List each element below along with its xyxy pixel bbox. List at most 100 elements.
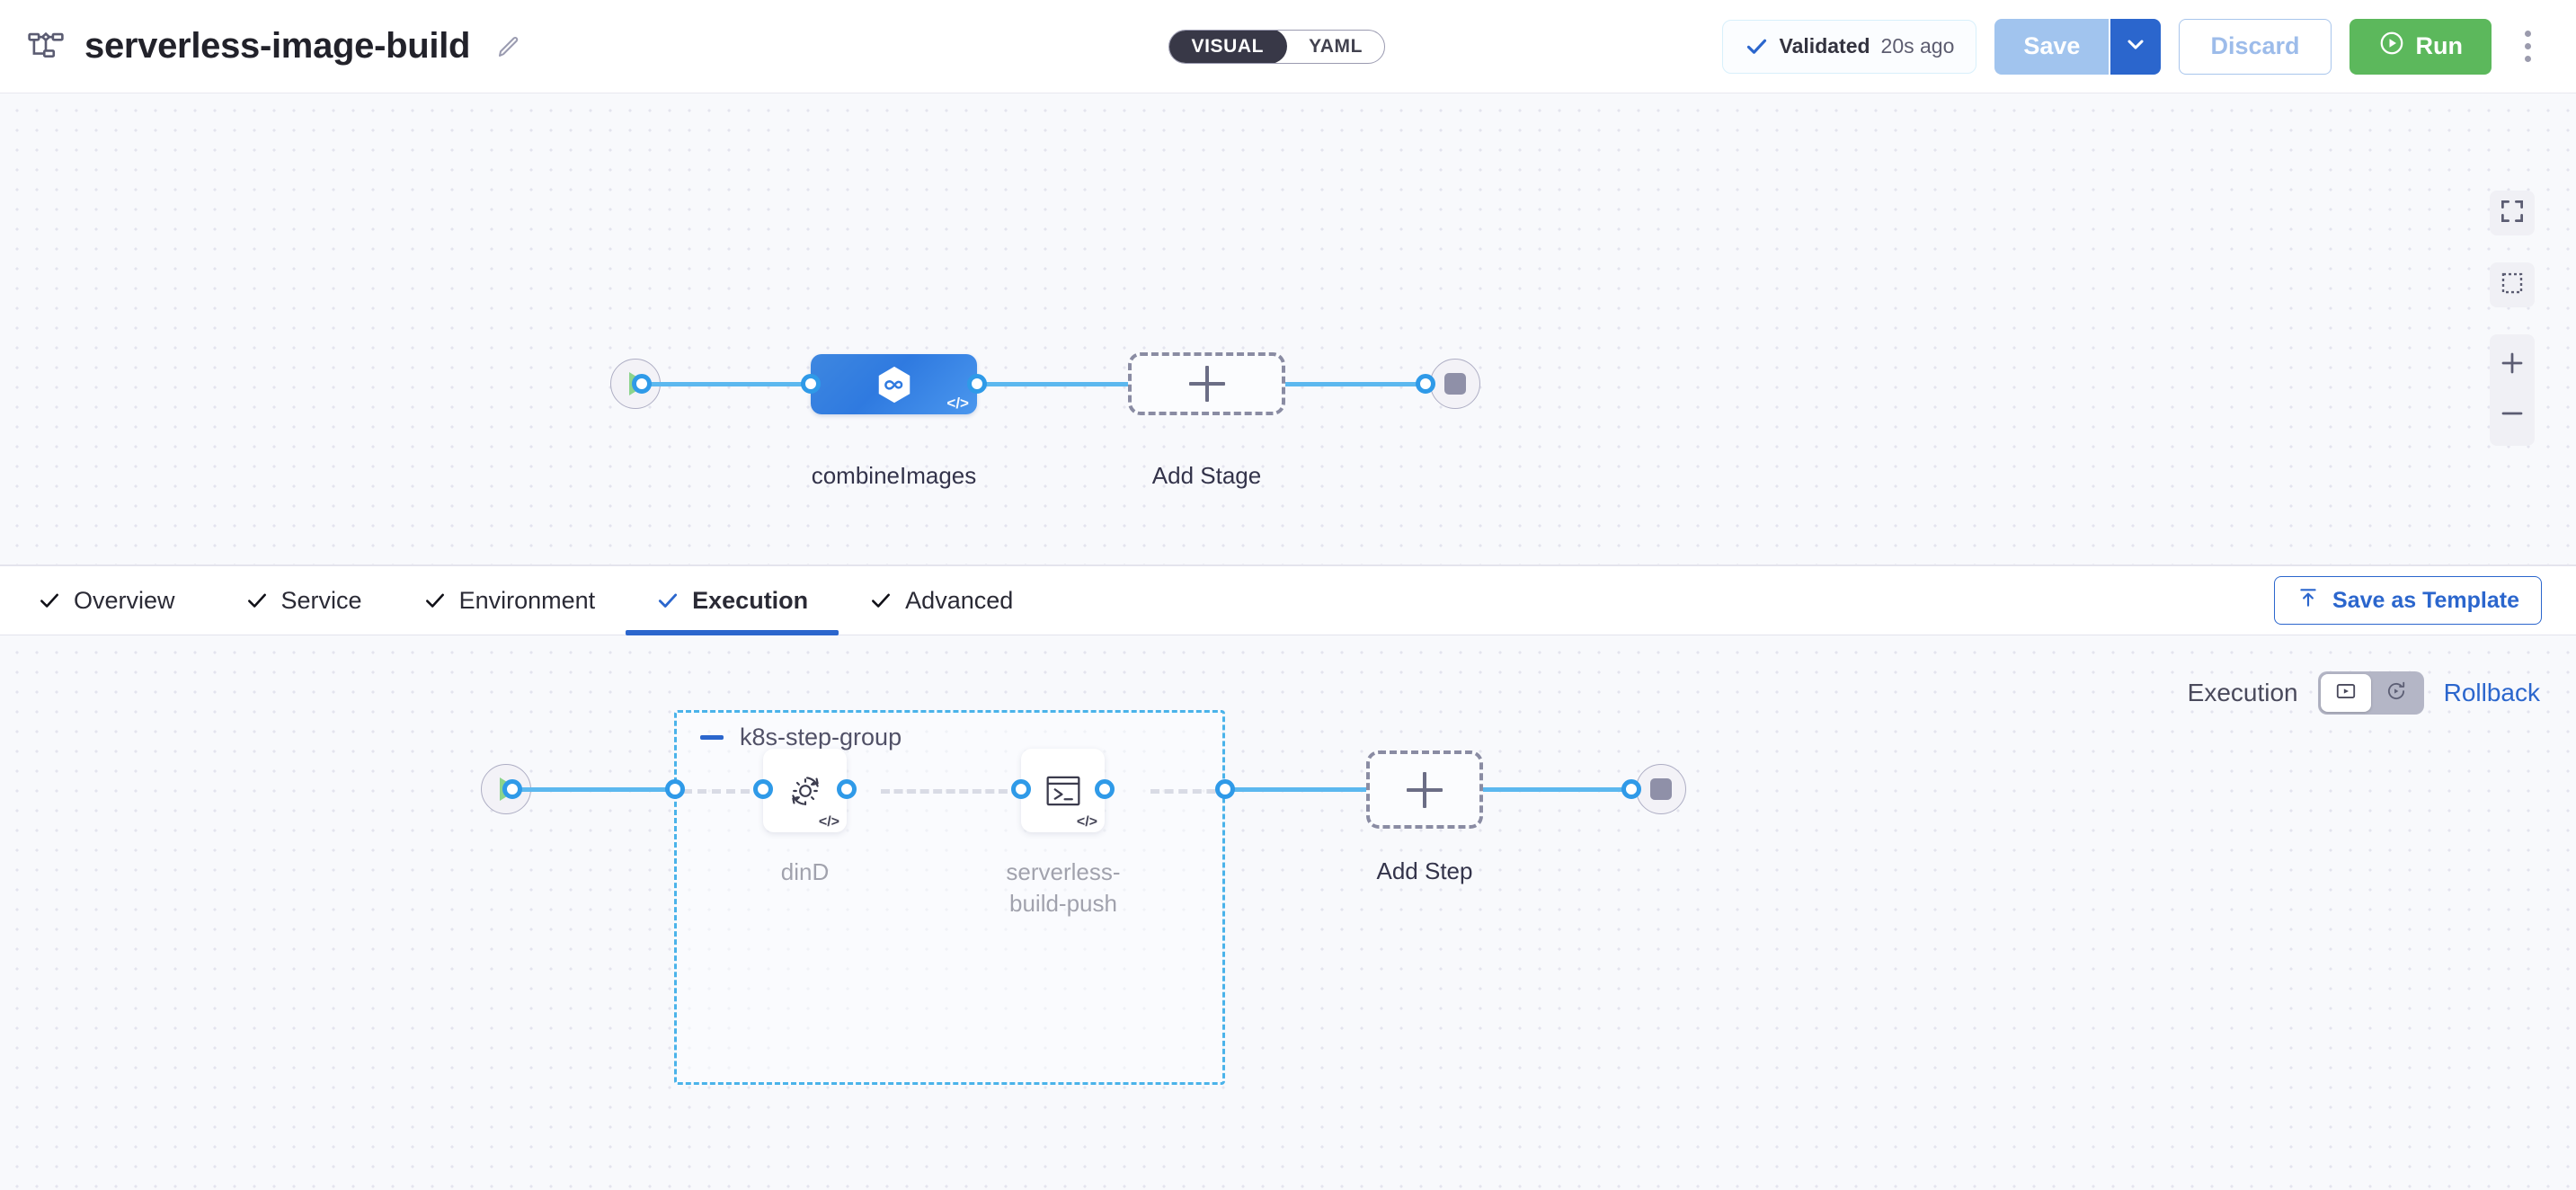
execution-play-box-icon [2334, 679, 2358, 707]
ci-hexagon-infinity-icon [874, 364, 915, 405]
step-link-group-to-add [1222, 787, 1366, 792]
step-group-container[interactable]: k8s-step-group [674, 710, 1225, 1085]
execution-label: Execution [2187, 679, 2298, 706]
stage-tabbar: Overview Service Environment Execution [0, 565, 2576, 635]
stage-link-end [1275, 382, 1427, 386]
validated-label: Validated [1779, 34, 1870, 58]
rollback-toggle-option[interactable] [2371, 674, 2421, 712]
minus-collapse-icon[interactable] [700, 735, 724, 740]
run-button[interactable]: Run [2349, 18, 2492, 75]
step-node-dind[interactable]: </> [763, 749, 847, 832]
tab-service[interactable]: Service [215, 566, 393, 635]
dind-output-port[interactable] [837, 779, 857, 799]
discard-button[interactable]: Discard [2179, 18, 2332, 75]
stage-link-start [638, 382, 827, 386]
add-step-button[interactable] [1366, 750, 1483, 829]
execution-rollback-switch: Execution [2188, 671, 2540, 715]
stop-icon [1650, 778, 1672, 800]
play-circle-icon [2378, 30, 2405, 63]
check-icon [38, 589, 61, 612]
pencil-edit-icon[interactable] [490, 33, 522, 60]
page-title: serverless-image-build [84, 26, 471, 66]
save-split-button[interactable]: Save [1994, 18, 2162, 75]
add-step-label: Add Step [1376, 857, 1473, 884]
check-icon [656, 589, 680, 612]
check-icon [1745, 34, 1769, 58]
stage-canvas[interactable]: </> combineImages Add Stage [0, 93, 2576, 565]
tab-execution[interactable]: Execution [626, 566, 839, 635]
zoom-in-button[interactable] [2490, 343, 2535, 383]
save-button[interactable]: Save [1994, 18, 2111, 75]
execution-toggle-option[interactable] [2320, 674, 2371, 712]
execution-steps-canvas[interactable]: Execution [0, 635, 2576, 1190]
build-push-output-port[interactable] [1095, 779, 1115, 799]
validated-timestamp: 20s ago [1880, 34, 1955, 58]
dashed-selection-icon [2499, 270, 2526, 301]
step-node-serverless-build-push[interactable]: </> [1021, 749, 1105, 832]
tab-advanced-label: Advanced [905, 586, 1014, 614]
dind-input-port[interactable] [753, 779, 773, 799]
stage-node-combineimages[interactable]: </> [811, 354, 977, 414]
step-link-start [520, 787, 681, 792]
canvas-controls [2490, 191, 2535, 446]
build-push-input-port[interactable] [1011, 779, 1031, 799]
tab-visual-mode[interactable]: VISUAL [1169, 30, 1288, 63]
terminal-icon [1040, 768, 1087, 814]
header-left-group: serverless-image-build [27, 26, 522, 67]
save-dropdown-button[interactable] [2110, 18, 2162, 75]
upload-template-icon [2296, 586, 2320, 616]
check-icon [245, 589, 269, 612]
steps-start-output-port[interactable] [502, 779, 522, 799]
steps-end-input-port[interactable] [1621, 779, 1641, 799]
rollback-rotate-icon [2385, 679, 2408, 707]
steps-end-node[interactable] [1636, 764, 1686, 814]
kebab-menu-icon[interactable] [2509, 19, 2545, 75]
stage-code-badge: </> [946, 395, 969, 412]
step-group-title: k8s-step-group [740, 724, 902, 750]
gear-sync-icon [782, 768, 829, 814]
step-code-badge: </> [1076, 814, 1097, 830]
step-group-output-port[interactable] [1215, 779, 1235, 799]
zoom-controls [2490, 334, 2535, 446]
tab-environment-label: Environment [458, 586, 596, 614]
status-badge-validated[interactable]: Validated 20s ago [1721, 19, 1977, 74]
header-actions: Validated 20s ago Save Discard [1721, 18, 2545, 75]
plus-icon [1407, 772, 1443, 808]
stop-icon [1444, 373, 1466, 395]
stage-label: combineImages [811, 462, 977, 489]
tab-overview[interactable]: Overview [38, 566, 215, 635]
selection-box-button[interactable] [2490, 262, 2535, 307]
pipeline-diagram-icon [27, 28, 65, 66]
check-icon [869, 589, 893, 612]
tab-execution-label: Execution [692, 586, 809, 614]
app-header: serverless-image-build VISUAL YAML V [0, 0, 2576, 93]
add-stage-label: Add Stage [1151, 462, 1262, 489]
step-group-input-port[interactable] [665, 779, 685, 799]
add-stage-button[interactable] [1128, 352, 1285, 415]
stage-link-mid [984, 382, 1148, 386]
zoom-out-button[interactable] [2490, 394, 2535, 433]
tab-environment[interactable]: Environment [393, 566, 626, 635]
tab-overview-label: Overview [74, 586, 175, 614]
tab-yaml-mode[interactable]: YAML [1309, 35, 1364, 57]
run-label: Run [2415, 32, 2463, 59]
end-input-port[interactable] [1416, 374, 1435, 394]
save-as-template-button[interactable]: Save as Template [2274, 576, 2542, 625]
stage-input-port[interactable] [801, 374, 821, 394]
fit-screen-icon [2499, 198, 2526, 229]
tab-advanced[interactable]: Advanced [839, 566, 1044, 635]
step-group-header: k8s-step-group [700, 724, 902, 751]
stage-output-port[interactable] [967, 374, 987, 394]
step-link-add-to-end [1481, 787, 1632, 792]
fit-to-screen-button[interactable] [2490, 191, 2535, 235]
rollback-label[interactable]: Rollback [2443, 679, 2540, 706]
pipeline-end-node[interactable] [1430, 359, 1480, 409]
tab-service-label: Service [280, 586, 362, 614]
check-icon [423, 589, 447, 612]
step-code-badge: </> [818, 814, 839, 830]
start-output-port[interactable] [632, 374, 652, 394]
execution-rollback-toggle[interactable] [2317, 671, 2424, 715]
plus-icon [1189, 366, 1225, 402]
mode-toggle[interactable]: VISUAL YAML [1168, 29, 1386, 64]
